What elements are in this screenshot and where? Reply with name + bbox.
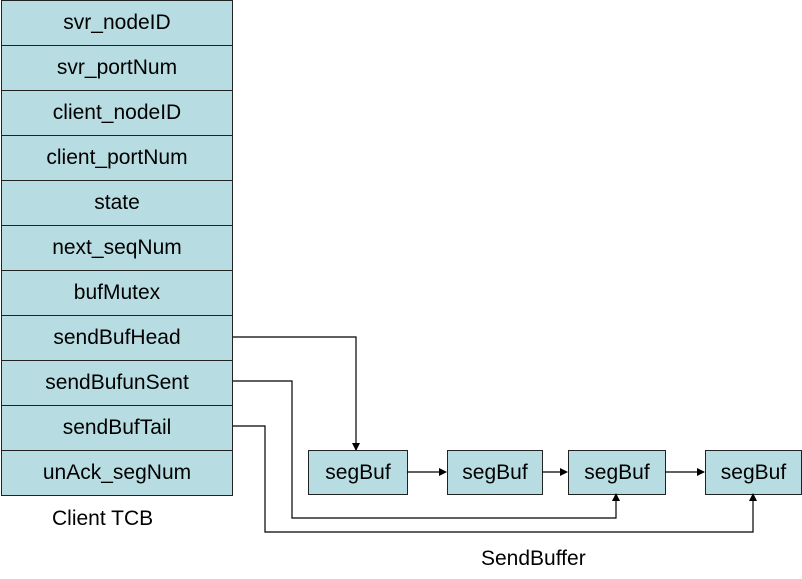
tcb-field-sendbufhead: sendBufHead xyxy=(1,315,233,361)
tcb-field-client-nodeid: client_nodeID xyxy=(1,90,233,136)
send-buffer-caption: SendBuffer xyxy=(481,547,586,570)
tcb-field-svr-nodeid: svr_nodeID xyxy=(1,0,233,46)
client-tcb-caption: Client TCB xyxy=(52,507,154,530)
sendbufunsent-pointer xyxy=(233,380,620,519)
segbuf-node-4: segBuf xyxy=(705,450,802,495)
tcb-field-bufmutex: bufMutex xyxy=(1,270,233,316)
sendbuftail-pointer xyxy=(233,425,757,533)
tcb-field-unack-segnum: unAck_segNum xyxy=(1,450,233,496)
tcb-field-sendbuftail: sendBufTail xyxy=(1,405,233,451)
segbuf-node-2: segBuf xyxy=(447,450,543,495)
tcb-field-sendbufunsent: sendBufunSent xyxy=(1,360,233,406)
segbuf-node-1: segBuf xyxy=(308,450,408,495)
tcb-field-state: state xyxy=(1,180,233,226)
tcb-field-next-seqnum: next_seqNum xyxy=(1,225,233,271)
sendbufhead-pointer xyxy=(233,336,360,451)
